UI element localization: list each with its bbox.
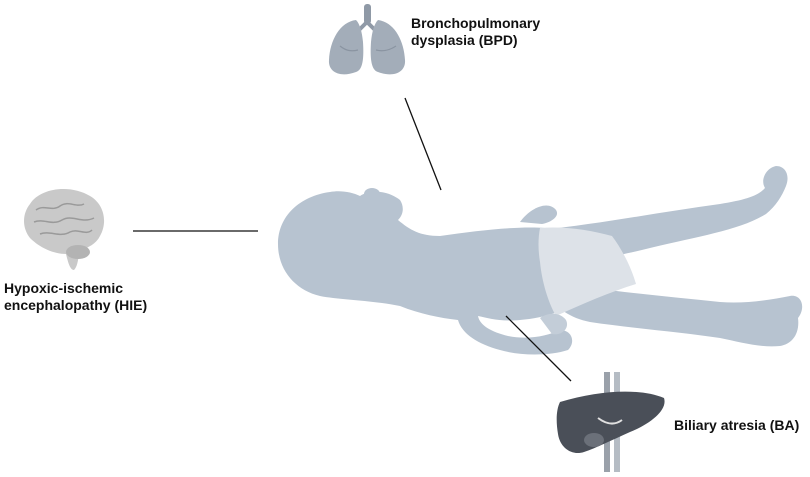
infant-silhouette-icon [278, 166, 803, 355]
label-ba-line1: Biliary atresia (BA) [674, 417, 800, 433]
label-hypoxic-ischemic-encephalopathy: Hypoxic-ischemic encephalopathy (HIE) [4, 280, 204, 314]
brain-icon [24, 189, 105, 270]
label-bpd-line1: Bronchopulmonary [411, 15, 541, 31]
infant-body [278, 191, 589, 355]
lungs-icon [328, 4, 406, 75]
connector-bpd [404, 97, 442, 191]
liver-icon [556, 372, 665, 472]
label-hie-line1: Hypoxic-ischemic [4, 280, 124, 296]
label-bpd-line2: dysplasia (BPD) [411, 32, 518, 48]
connector-ba [505, 315, 572, 382]
label-hie-line2: encephalopathy (HIE) [4, 297, 148, 313]
infant-far-arm [520, 205, 558, 224]
infant-diaper-icon [538, 227, 636, 316]
infant-ear [364, 188, 380, 200]
label-bronchopulmonary-dysplasia: Bronchopulmonary dysplasia (BPD) [411, 15, 611, 49]
infant-lower-leg [550, 282, 803, 347]
infant-near-hand [540, 313, 568, 335]
label-biliary-atresia: Biliary atresia (BA) [674, 417, 810, 434]
